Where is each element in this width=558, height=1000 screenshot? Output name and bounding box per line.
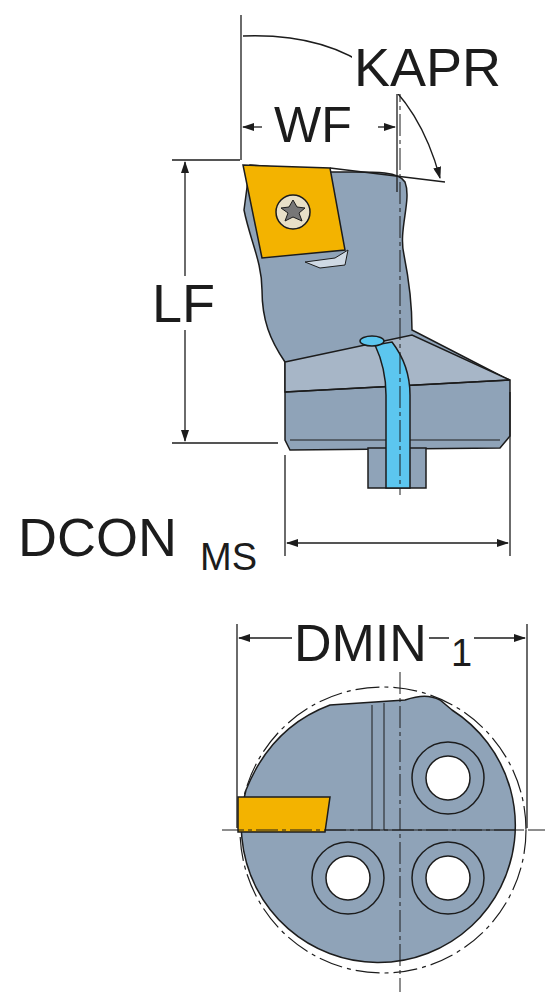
- dimension-label: WF: [272, 100, 354, 150]
- dimension-lines-end: [222, 624, 545, 992]
- dimension-lines: [172, 15, 510, 556]
- subscript-label: 1: [449, 634, 474, 672]
- dimension-label: LF: [150, 276, 217, 330]
- cutting-head-side: [244, 165, 510, 488]
- subscript-label: MS: [198, 538, 259, 576]
- cutting-head-end: [238, 687, 526, 973]
- insert: [243, 165, 345, 258]
- dimension-label: DCON: [16, 510, 179, 564]
- angle-label: KAPR: [352, 40, 503, 94]
- dimension-label: DMIN: [292, 617, 429, 669]
